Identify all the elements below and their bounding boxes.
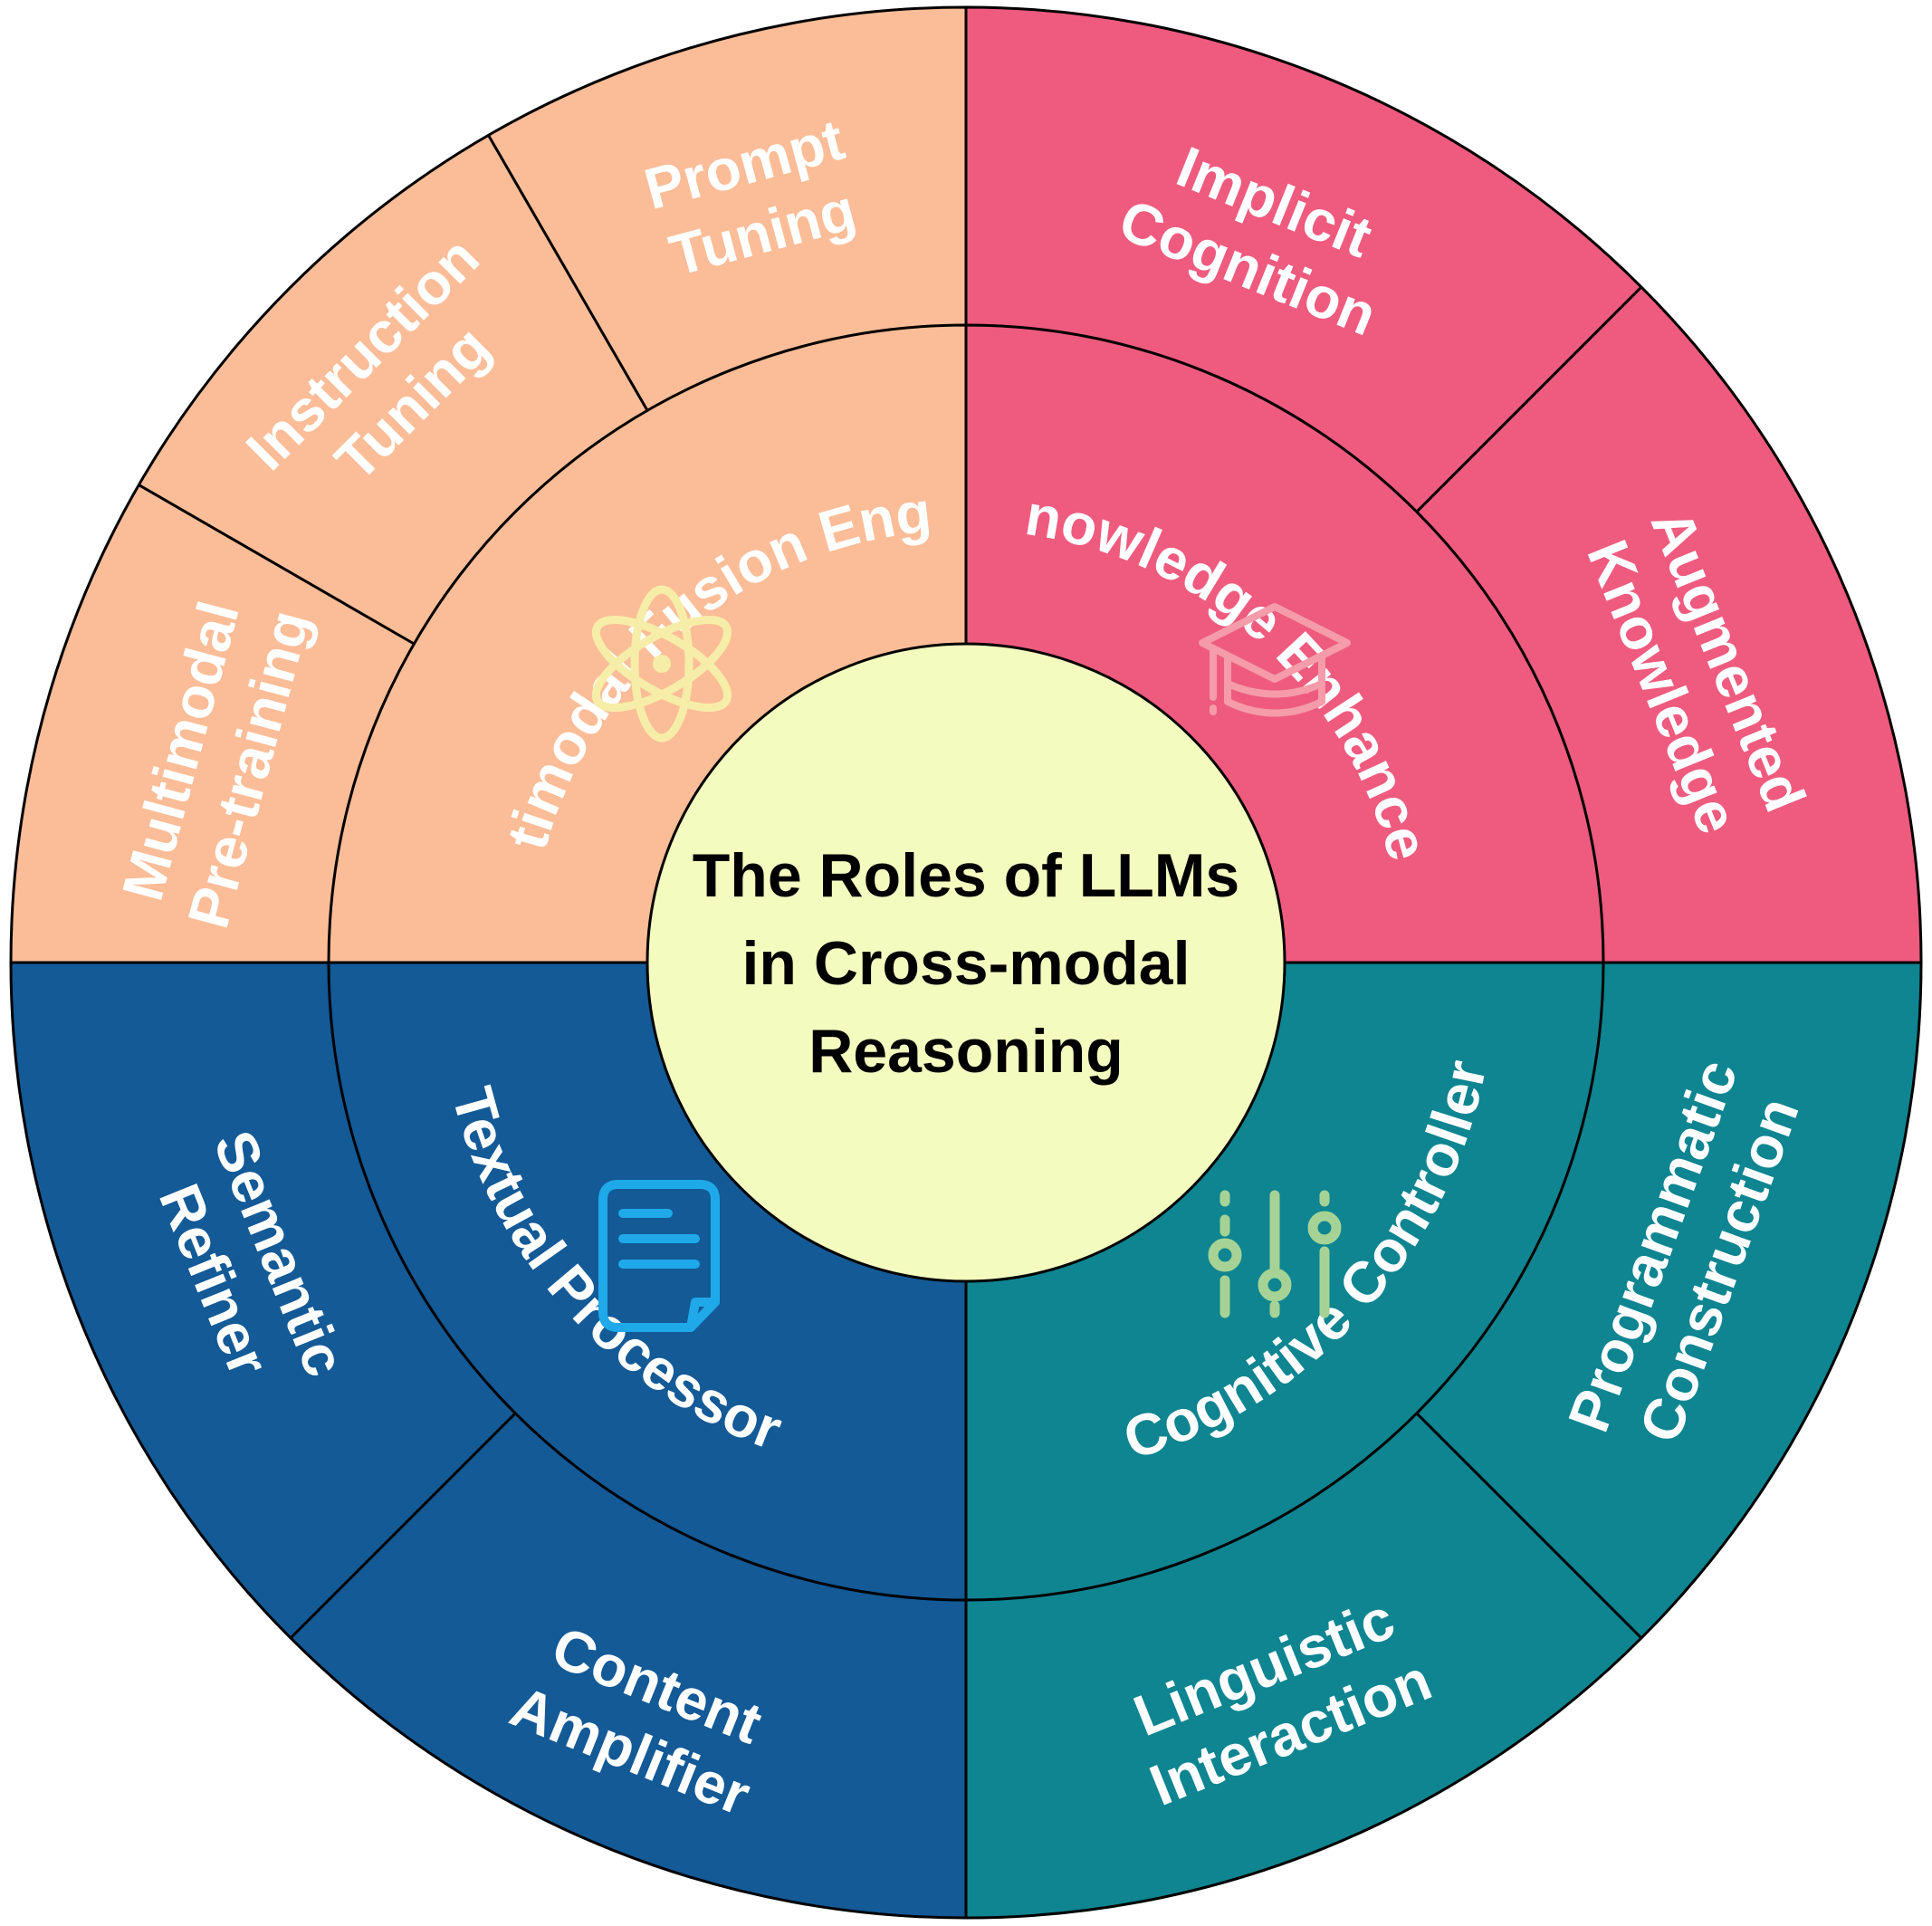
center-circle: [646, 642, 1286, 1283]
center-title: The Roles of LLMs in Cross-modal Reasoni…: [693, 841, 1239, 1086]
divider-instruction-prompt: [487, 134, 649, 412]
divider-programmatic-linguistic: [1415, 1412, 1643, 1640]
center-title-line-3: Reasoning: [808, 1017, 1124, 1086]
sliders-icon: [1208, 1190, 1342, 1318]
atom-icon: [591, 585, 732, 743]
center-title-line-2: in Cross-modal: [742, 929, 1191, 998]
divider-content-semantic: [289, 1412, 517, 1640]
graduation-cap-icon: [1199, 603, 1351, 717]
outer-dividers: [138, 134, 1643, 1640]
document-icon: [598, 1180, 720, 1332]
center-title-line-1: The Roles of LLMs: [693, 841, 1239, 910]
divider-implicit-augmented: [1415, 285, 1643, 513]
divider-pretraining-instruction: [138, 484, 416, 646]
